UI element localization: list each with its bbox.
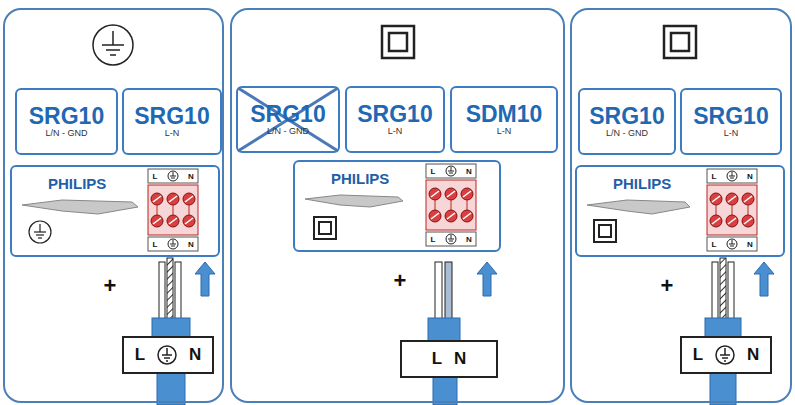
device-name: SRG10: [29, 104, 104, 128]
device-name: SRG10: [250, 102, 325, 126]
plug-box: LN: [680, 336, 772, 374]
plug-box: LN: [400, 340, 498, 378]
terminal-letter: N: [466, 235, 472, 244]
option-panel: SRG10L/N - GNDSRG10L-NPHILIPSLN: [570, 8, 792, 403]
conductor-letter: N: [454, 349, 466, 369]
brand-name: PHILIPS: [613, 175, 671, 192]
device-box: SDM10L-N: [450, 86, 558, 153]
wiring-note: L-N: [388, 127, 403, 137]
earth-symbol: [715, 345, 735, 365]
conductor-letter: N: [747, 345, 759, 365]
insert-arrow: [754, 262, 774, 296]
device-box: SRG10L-N: [680, 88, 782, 155]
terminal-block: [426, 164, 476, 246]
wiring-note: L/N - GND: [45, 129, 87, 139]
terminal-letter: N: [747, 172, 753, 181]
device-box: SRG10L/N - GND: [578, 88, 676, 155]
device-name: SDM10: [466, 102, 543, 126]
earth-symbol: [29, 221, 51, 243]
plus-sign: +: [394, 268, 407, 294]
device-box: SRG10L-N: [122, 88, 222, 155]
conductor-letter: N: [189, 345, 201, 365]
wiring-note: L-N: [724, 129, 739, 139]
terminal-letter: L: [712, 240, 717, 249]
cable: [712, 258, 734, 320]
device-name: SRG10: [693, 104, 768, 128]
luminaire: [22, 195, 690, 214]
terminal-block: [148, 169, 198, 251]
terminal-letter: L: [153, 172, 158, 181]
wiring-note: L-N: [165, 129, 180, 139]
insert-arrow: [195, 262, 215, 296]
luminaire-box: PHILIPS: [575, 165, 785, 257]
plug-face: [122, 336, 214, 374]
conductor-letter: L: [432, 349, 442, 369]
terminal-letter: N: [747, 240, 753, 249]
plug-box: LN: [122, 336, 214, 374]
wiring-note: L-N: [497, 127, 512, 137]
plug-face: [400, 340, 498, 378]
cable: [159, 258, 181, 320]
wiring-note: L/N - GND: [606, 129, 648, 139]
conductor-letter: L: [693, 345, 703, 365]
terminal-letter: L: [431, 167, 436, 176]
terminal-letter: N: [188, 240, 194, 249]
earth-symbol: [93, 25, 133, 65]
terminal-letter: L: [431, 235, 436, 244]
device-name: SRG10: [357, 102, 432, 126]
class-ii-symbol: [382, 26, 696, 58]
plus-sign: +: [104, 273, 117, 299]
device-name: SRG10: [589, 104, 664, 128]
device-name: SRG10: [134, 104, 209, 128]
option-panel: SRG10L/N - GNDSRG10L-NSDM10L-NPHILIPSLN: [230, 8, 565, 403]
option-panel: SRG10L/N - GNDSRG10L-NPHILIPSLN: [3, 8, 224, 403]
brand-name: PHILIPS: [331, 170, 389, 187]
plus-sign: +: [661, 273, 674, 299]
wiring-note: L/N - GND: [267, 127, 309, 137]
terminal-letter: N: [466, 167, 472, 176]
device-box: SRG10L/N - GND: [15, 88, 118, 155]
device-box: SRG10L/N - GND: [236, 86, 340, 153]
conductor-letter: L: [135, 345, 145, 365]
terminal-block: [707, 169, 757, 251]
cable: [435, 262, 452, 320]
insert-arrow: [477, 262, 497, 296]
plug-face: [680, 336, 772, 374]
device-box: SRG10L-N: [345, 86, 445, 153]
terminal-letter: N: [188, 172, 194, 181]
cross-out: [238, 88, 338, 151]
terminal-letter: L: [153, 240, 158, 249]
brand-name: PHILIPS: [48, 175, 106, 192]
terminal-letter: L: [712, 172, 717, 181]
earth-symbol: [157, 345, 177, 365]
